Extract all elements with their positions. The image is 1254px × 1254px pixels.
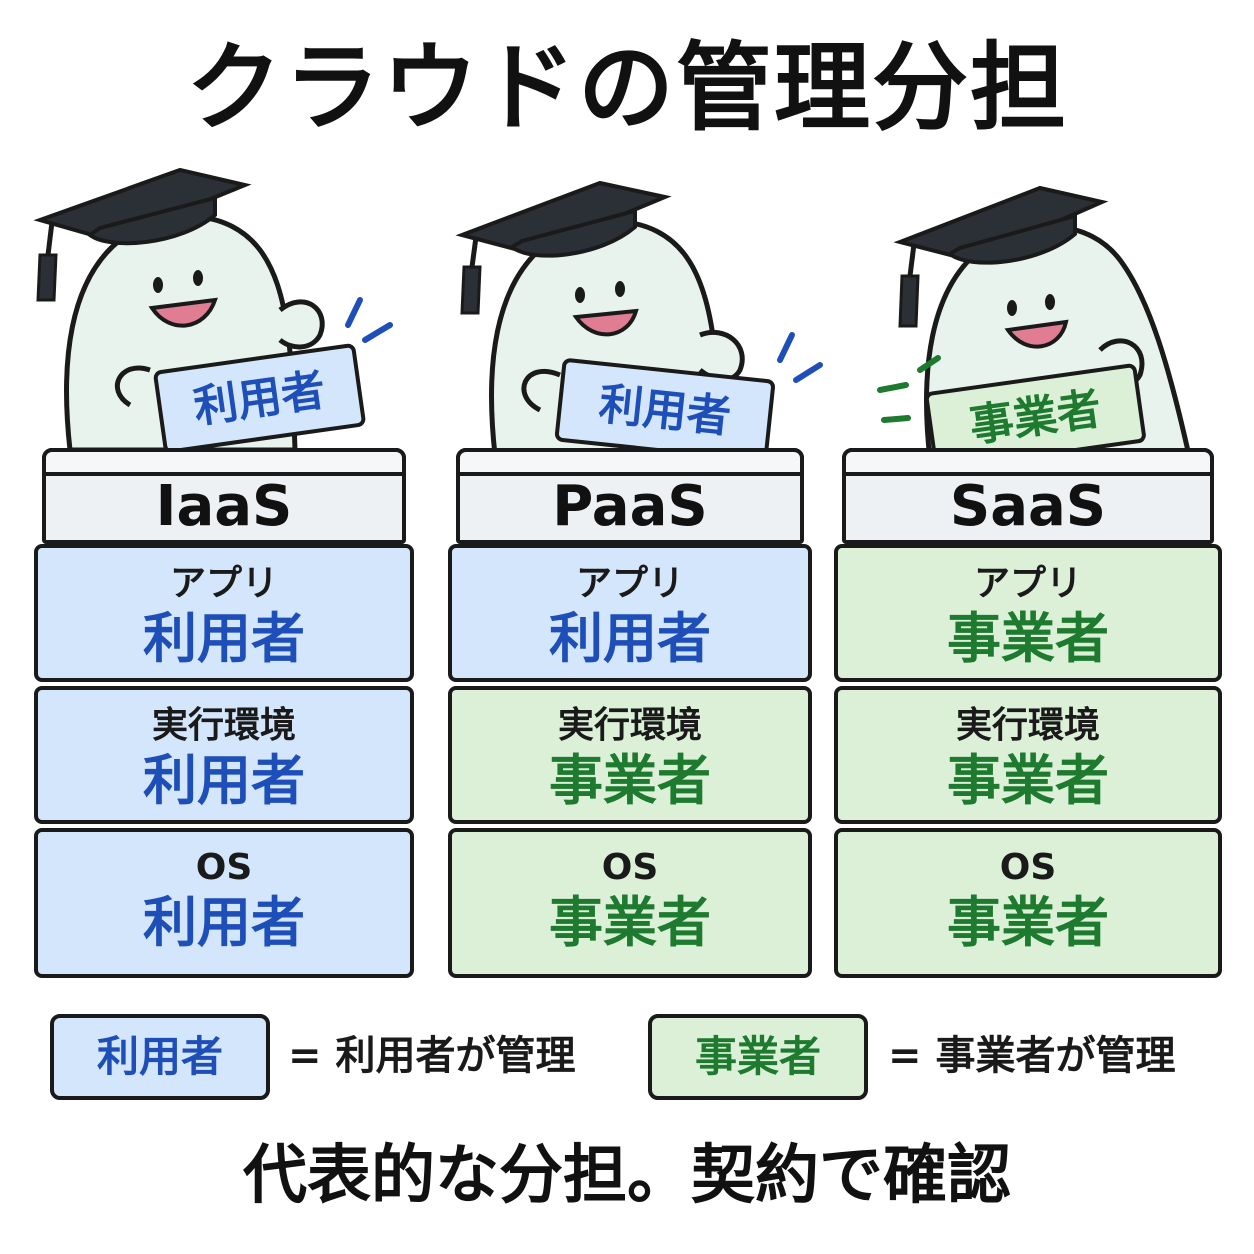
service-name: IaaS: [155, 474, 293, 539]
mouth: [148, 297, 218, 328]
layer-os: OS 利用者: [34, 828, 414, 978]
legend-user-swatch: 利用者: [50, 1014, 270, 1100]
service-name: PaaS: [552, 474, 708, 539]
layer-owner: 事業者: [947, 891, 1109, 954]
column-paas: PaaS アプリ 利用者 実行環境 事業者 OS 事業者: [448, 448, 812, 978]
layer-owner: 事業者: [549, 891, 711, 954]
layer-owner: 利用者: [143, 749, 305, 812]
column-saas: SaaS アプリ 事業者 実行環境 事業者 OS 事業者: [834, 448, 1222, 978]
eye-left: [1007, 300, 1017, 316]
eye-left: [575, 287, 585, 303]
layer-name: アプリ: [973, 563, 1082, 604]
layer-owner: 利用者: [549, 607, 711, 670]
layer-name: アプリ: [575, 563, 684, 604]
layer-app: アプリ 事業者: [834, 544, 1222, 682]
layer-owner: 利用者: [143, 607, 305, 670]
layer-name: 実行環境: [151, 705, 296, 746]
layer-name: 実行環境: [955, 705, 1100, 746]
column-header: SaaS: [842, 448, 1214, 544]
graduation-cap-icon: [455, 180, 672, 315]
eye-right: [615, 281, 625, 297]
footer-note: 代表的な分担。契約で確認: [243, 1139, 1011, 1213]
eye-right: [193, 270, 203, 286]
layer-app: アプリ 利用者: [34, 544, 414, 682]
legend-biz-text: = 事業者が管理: [888, 1033, 1176, 1079]
layer-runtime: 実行環境 事業者: [448, 686, 812, 824]
sign-board: [153, 343, 366, 454]
column-header: IaaS: [42, 448, 406, 544]
eye-right: [1045, 294, 1055, 310]
mouth: [1004, 319, 1069, 349]
layer-name: OS: [999, 847, 1057, 888]
mascot-paas: 利用者: [455, 180, 823, 463]
legend-biz-swatch: 事業者: [648, 1014, 868, 1100]
graduation-cap-icon: [893, 185, 1109, 328]
layer-runtime: 実行環境 利用者: [34, 686, 414, 824]
layer-app: アプリ 利用者: [448, 544, 812, 682]
mascot-saas: 事業者: [877, 185, 1194, 470]
layer-owner: 事業者: [549, 749, 711, 812]
column-header: PaaS: [456, 448, 804, 544]
mouth: [572, 308, 639, 337]
layer-name: 実行環境: [557, 705, 702, 746]
layer-os: OS 事業者: [448, 828, 812, 978]
column-iaas: IaaS アプリ 利用者 実行環境 利用者 OS 利用者: [34, 448, 414, 978]
layer-name: アプリ: [169, 563, 278, 604]
layer-name: OS: [195, 847, 253, 888]
service-name: SaaS: [949, 474, 1107, 539]
legend-user-text: = 利用者が管理: [288, 1033, 576, 1079]
layer-name: OS: [601, 847, 659, 888]
layer-os: OS 事業者: [834, 828, 1222, 978]
graduation-cap-icon: [33, 167, 252, 302]
layer-owner: 事業者: [947, 607, 1109, 670]
mascot-iaas: 利用者: [33, 167, 393, 454]
layer-owner: 事業者: [947, 749, 1109, 812]
eye-left: [153, 277, 163, 293]
page-title: クラウドの管理分担: [186, 32, 1068, 144]
layer-owner: 利用者: [143, 891, 305, 954]
layer-runtime: 実行環境 事業者: [834, 686, 1222, 824]
